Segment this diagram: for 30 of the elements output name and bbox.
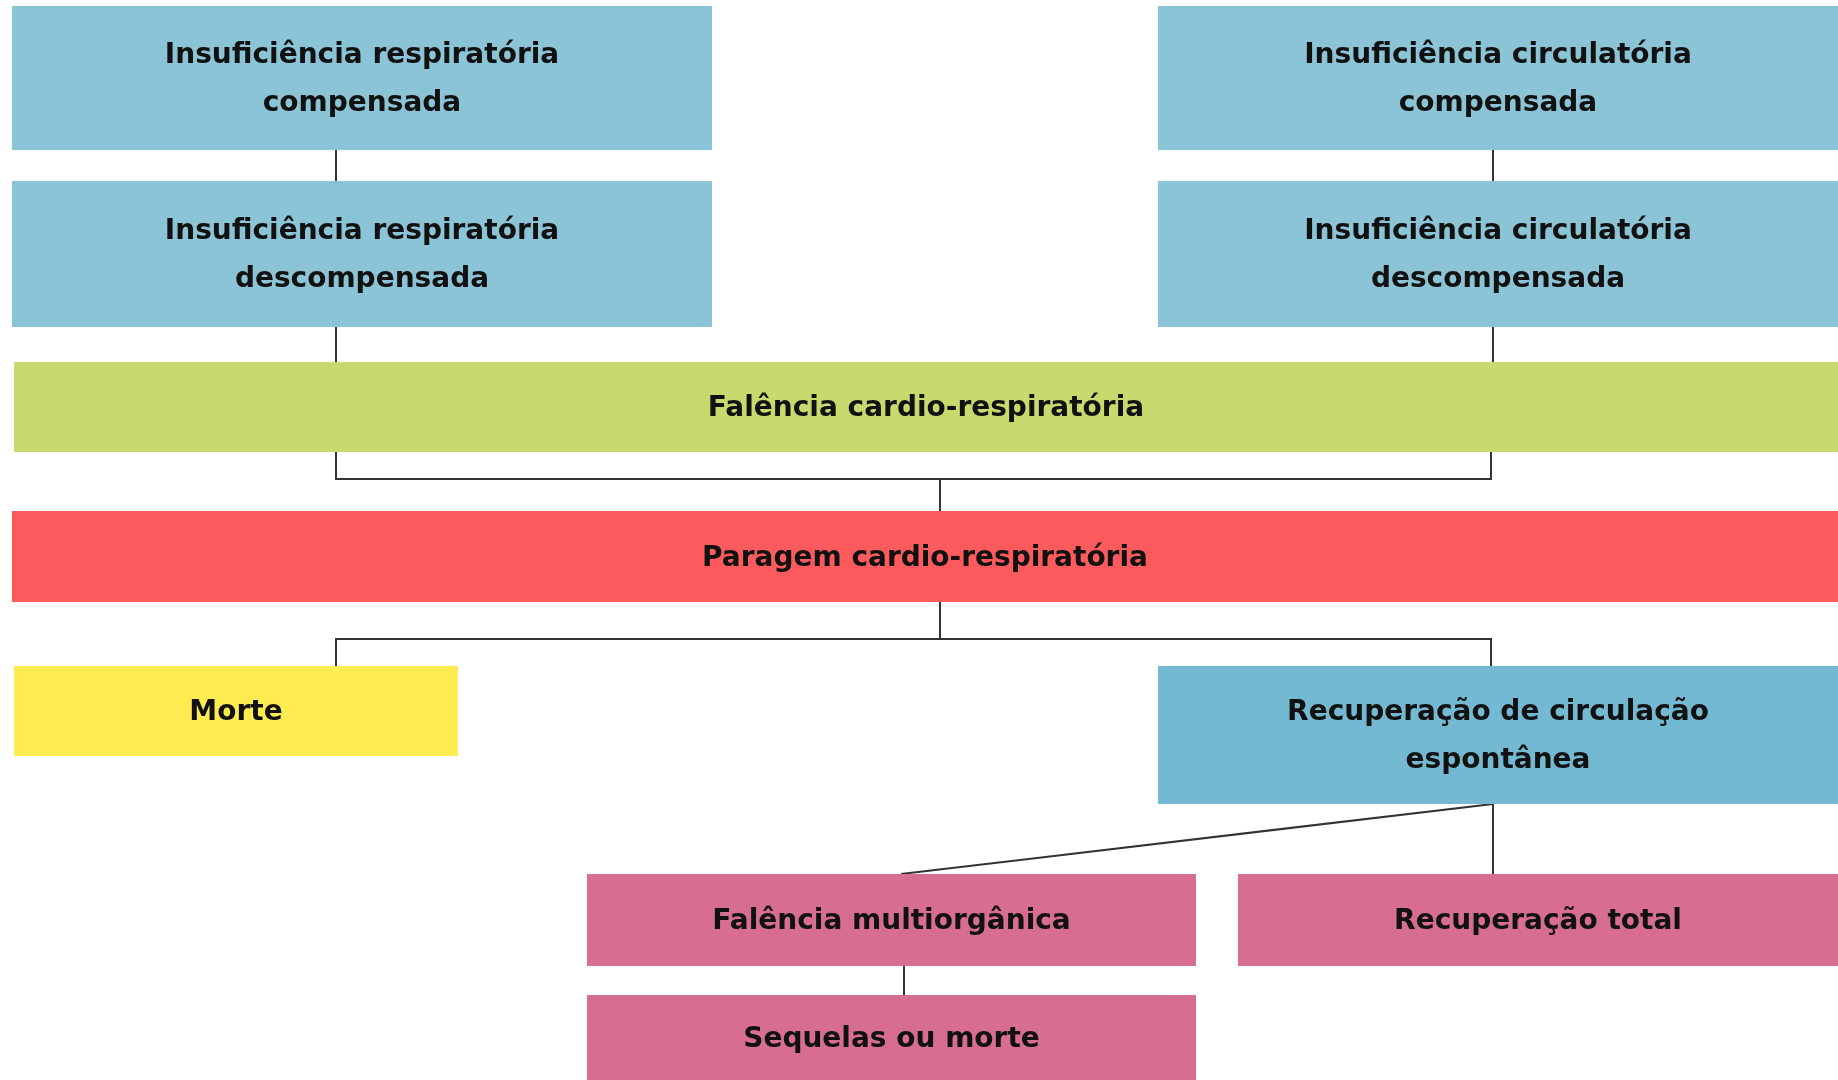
box-label: Recuperação total bbox=[1394, 902, 1682, 938]
stage-box bbox=[12, 181, 712, 327]
outcome-box bbox=[14, 666, 458, 756]
box-label: Falência cardio-respiratória bbox=[707, 389, 1145, 425]
box-label: Recuperação de circulação espontânea bbox=[1286, 693, 1710, 777]
box-label: Insuficiência respiratória compensada bbox=[163, 36, 561, 120]
stage-box bbox=[12, 6, 712, 150]
stage-band bbox=[14, 362, 1838, 452]
box-label: Insuficiência respiratória descompensada bbox=[163, 212, 561, 296]
connector-line bbox=[1492, 803, 1494, 875]
box-label: Paragem cardio-respiratória bbox=[702, 538, 1148, 575]
outcome-box bbox=[1238, 874, 1838, 966]
connector-line bbox=[335, 451, 1492, 512]
connector-line bbox=[900, 803, 1494, 875]
stage-box bbox=[1158, 181, 1838, 327]
box-label: Insuficiência circulatória compensada bbox=[1303, 36, 1693, 120]
connector-line bbox=[335, 326, 337, 363]
box-label: Sequelas ou morte bbox=[743, 1019, 1040, 1056]
outcome-box bbox=[587, 995, 1196, 1080]
connector-line bbox=[1492, 149, 1494, 182]
box-label: Falência multiorgânica bbox=[712, 902, 1071, 938]
outcome-box bbox=[1158, 666, 1838, 804]
stage-box bbox=[1158, 6, 1838, 150]
outcome-box bbox=[587, 874, 1196, 966]
connector-line bbox=[335, 149, 337, 182]
stage-band bbox=[12, 511, 1838, 602]
connector-line bbox=[1492, 326, 1494, 363]
connector-line bbox=[903, 965, 905, 996]
box-label: Insuficiência circulatória descompensada bbox=[1303, 212, 1693, 296]
box-label: Morte bbox=[189, 693, 283, 729]
